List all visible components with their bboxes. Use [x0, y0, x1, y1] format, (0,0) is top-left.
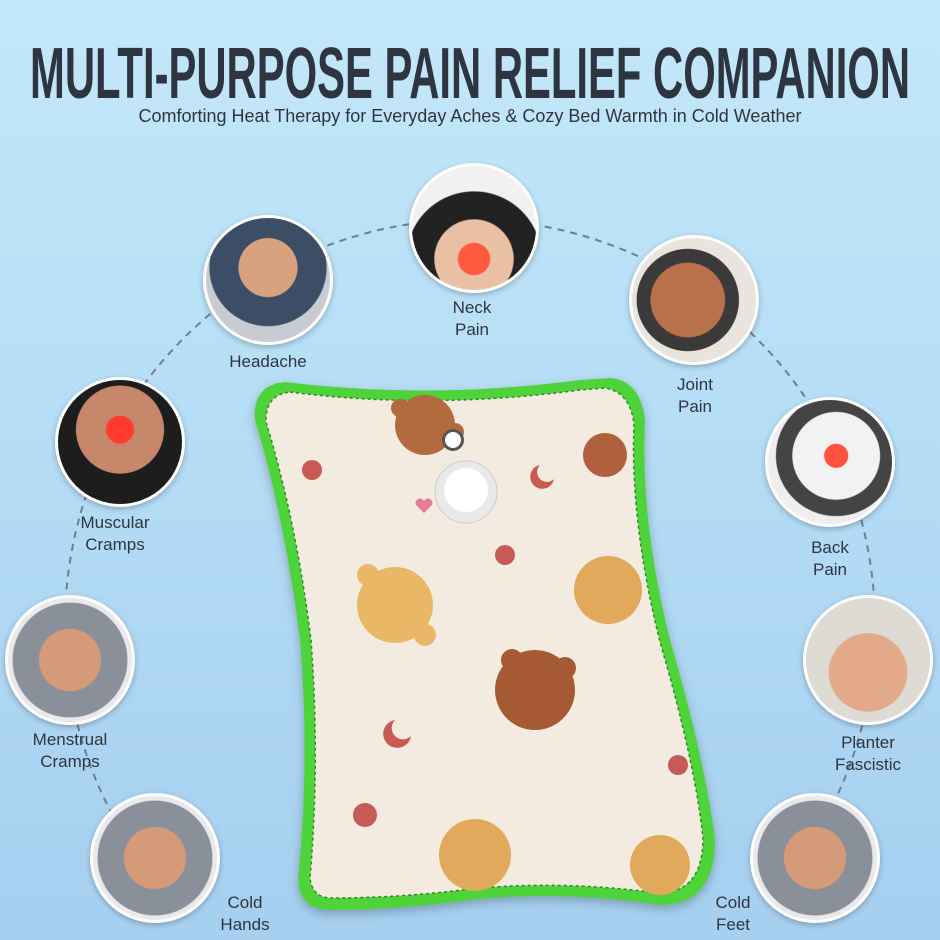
- label-line: Joint: [677, 375, 713, 394]
- headache-photo: [203, 215, 333, 345]
- label-muscular-cramps: Muscular Cramps: [35, 512, 195, 556]
- bear-print: [302, 395, 690, 895]
- label-plantar-fasciitis: Planter Fascistic: [788, 732, 940, 776]
- label-cold-hands: Cold Hands: [165, 892, 325, 936]
- cold-feet-photo: [750, 793, 880, 923]
- back-pain-photo: [765, 397, 895, 527]
- label-neck-pain: Neck Pain: [392, 297, 552, 341]
- label-headache: Headache: [188, 351, 348, 373]
- menstrual-cramps-photo: [5, 595, 135, 725]
- label-line: Menstrual: [32, 730, 108, 749]
- label-line: Pain: [812, 560, 848, 579]
- label-cold-feet: Cold Feet: [653, 892, 813, 936]
- label-line: Pain: [677, 397, 713, 416]
- label-line: Fascistic: [834, 755, 902, 774]
- page-subtitle: Comforting Heat Therapy for Everyday Ach…: [138, 106, 802, 126]
- plantar-fasciitis-photo: [803, 595, 933, 725]
- label-line: Cold: [715, 893, 751, 912]
- label-back-pain: Back Pain: [750, 537, 910, 581]
- joint-pain-photo: [629, 235, 759, 365]
- label-line: Feet: [715, 915, 751, 934]
- label-line: Cramps: [85, 535, 145, 554]
- label-line: Cramps: [40, 752, 100, 771]
- title-banner: MULTI-PURPOSE PAIN RELIEF COMPANION: [30, 34, 910, 110]
- label-line: Headache: [229, 352, 307, 371]
- label-line: Pain: [454, 320, 490, 339]
- page-title: MULTI-PURPOSE PAIN RELIEF COMPANION: [30, 34, 910, 110]
- label-line: Hands: [220, 915, 270, 934]
- label-line: Back: [811, 538, 849, 557]
- cold-hands-photo: [90, 793, 220, 923]
- label-line: Cold: [227, 893, 263, 912]
- muscular-cramps-photo: [55, 377, 185, 507]
- label-menstrual-cramps: Menstrual Cramps: [0, 729, 150, 773]
- neck-pain-photo: [409, 163, 539, 293]
- label-joint-pain: Joint Pain: [615, 374, 775, 418]
- label-line: Planter: [841, 733, 895, 752]
- label-line: Muscular: [80, 513, 150, 532]
- label-line: Neck: [452, 298, 492, 317]
